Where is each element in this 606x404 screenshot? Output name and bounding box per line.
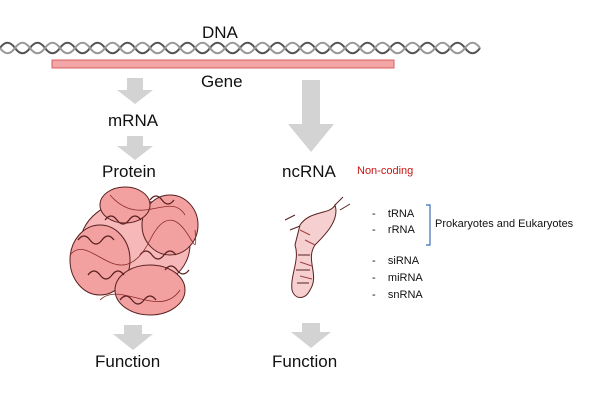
noncoding-tag: Non-coding <box>357 165 414 177</box>
rna-name-rrna: rRNA <box>387 224 415 236</box>
dna-label: DNA <box>202 23 238 42</box>
protein-blob-2 <box>69 224 131 296</box>
ncrna-label: ncRNA <box>282 162 336 181</box>
bracket-label: Prokaryotes and Eukaryotes <box>435 218 574 230</box>
mrna-label: mRNA <box>108 111 159 130</box>
rna-bracket <box>426 204 431 246</box>
ncrna-structure <box>284 196 351 298</box>
protein-loops <box>69 194 197 302</box>
noncoding-arrows <box>288 80 334 348</box>
rna-list-item: - miRNA <box>372 273 423 284</box>
rna-list-item: - tRNA <box>372 209 414 220</box>
arrow-ncrna-to-function <box>291 323 331 348</box>
list-dash: - <box>372 255 376 267</box>
gene-bar <box>51 59 395 69</box>
arrow-gene-to-mrna <box>117 78 153 104</box>
arrow-mrna-to-protein <box>117 136 153 160</box>
protein-structure <box>69 186 199 316</box>
list-dash: - <box>372 272 376 284</box>
rna-name-mirna: miRNA <box>387 272 423 284</box>
rna-list-item: - rRNA <box>372 225 415 236</box>
protein-label: Protein <box>102 162 156 181</box>
protein-coils <box>77 195 190 305</box>
dna-strand-b <box>0 41 481 55</box>
protein-blob-3 <box>141 194 199 256</box>
arrow-protein-to-function <box>113 325 153 350</box>
rna-name-sirna: siRNA <box>387 255 420 267</box>
arrow-gene-to-ncrna <box>288 80 334 152</box>
dna-helix <box>0 41 481 55</box>
ncrna-helix-lines <box>299 229 316 280</box>
gene-label: Gene <box>201 72 243 91</box>
ncrna-stem <box>291 203 337 298</box>
coding-arrows <box>113 78 153 350</box>
rna-list-item: - snRNA <box>372 290 423 301</box>
protein-blob-4 <box>114 264 186 316</box>
list-dash: - <box>372 224 376 236</box>
rna-name-snrna: snRNA <box>387 289 423 301</box>
ncrna-arm <box>284 196 351 284</box>
coding-function-label: Function <box>95 352 161 371</box>
list-dash: - <box>372 208 376 220</box>
noncoding-function-label: Function <box>272 352 338 371</box>
rna-name-trna: tRNA <box>387 208 415 220</box>
list-dash: - <box>372 289 376 301</box>
rna-list-item: - siRNA <box>372 256 419 267</box>
